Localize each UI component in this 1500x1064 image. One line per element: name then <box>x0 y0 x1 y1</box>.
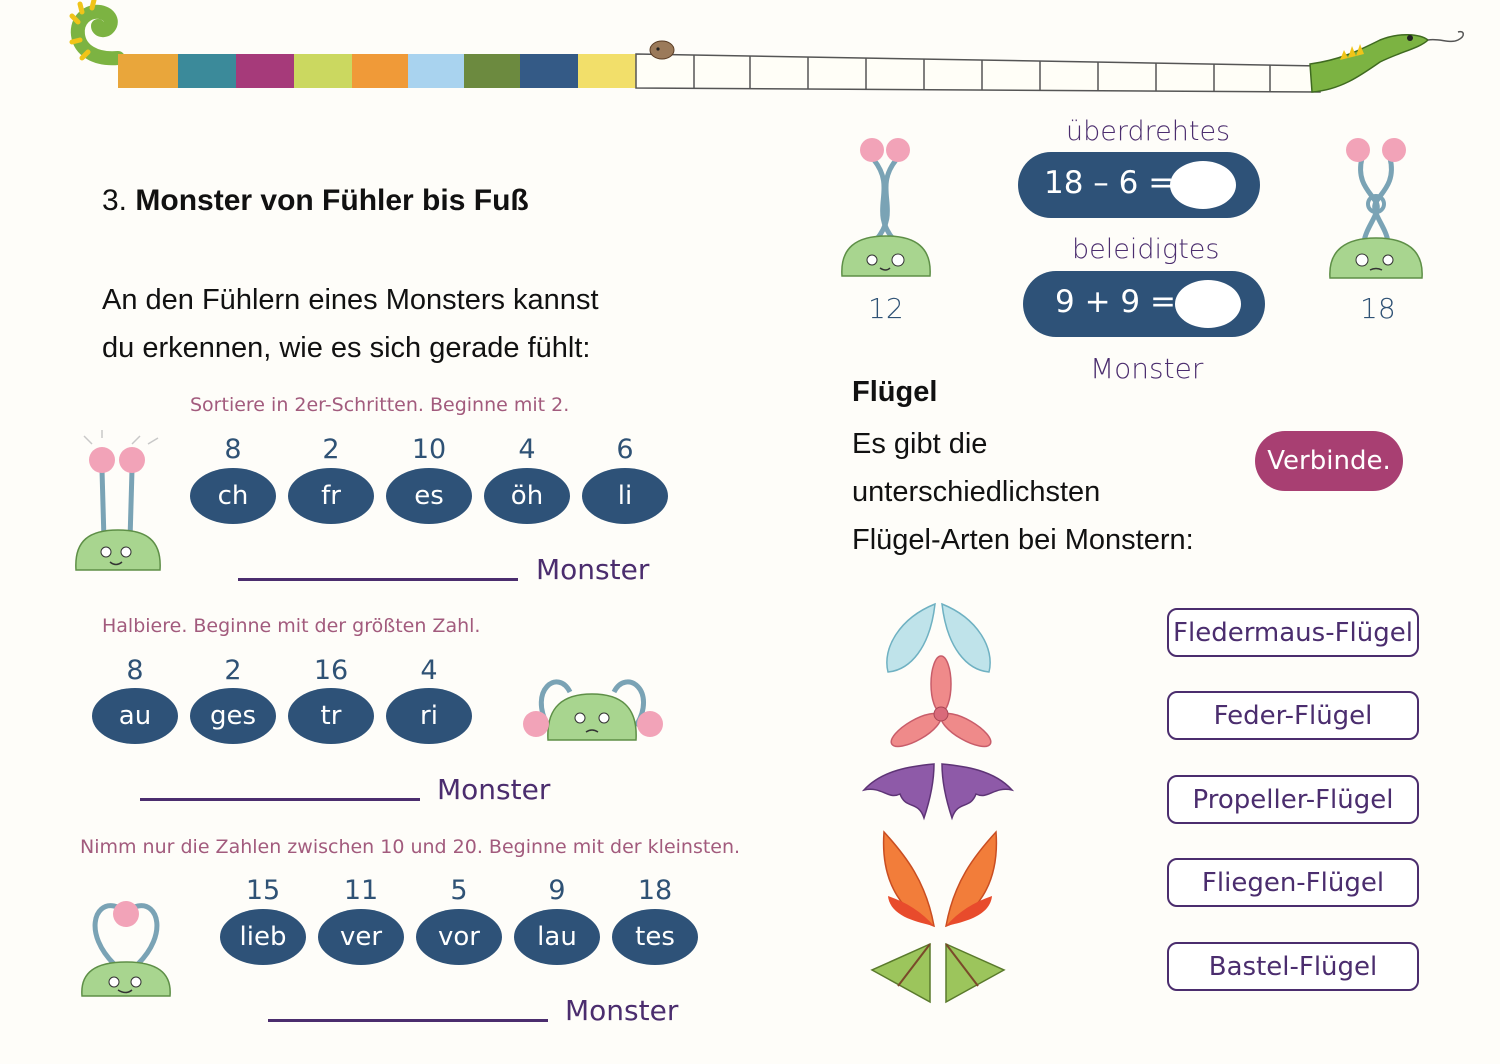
answer-line-2[interactable] <box>140 798 420 801</box>
syllable-3-1: lieb <box>220 909 306 965</box>
number-2-3: 16 <box>313 655 349 686</box>
syllable-1-5: li <box>582 468 668 524</box>
craft-wings-icon[interactable] <box>868 938 1008 1006</box>
syllable-2-3: tr <box>288 688 374 744</box>
answer-label-2: Monster <box>437 773 551 806</box>
syllable-1-1: ch <box>190 468 276 524</box>
syllable-2-1: au <box>92 688 178 744</box>
wings-text-line-2: unterschiedlichsten <box>852 476 1101 508</box>
monster-knotted-antenna-icon <box>1329 138 1423 279</box>
left-monster-number: 12 <box>868 292 904 325</box>
wing-option-bat[interactable]: Fledermaus-Flügel <box>1167 608 1419 657</box>
equation-1: 18 – 6 = <box>1018 152 1260 218</box>
number-3-1: 15 <box>245 875 281 906</box>
number-3-5: 18 <box>637 875 673 906</box>
wing-option-propeller[interactable]: Propeller-Flügel <box>1167 775 1419 824</box>
monster-antenna-icon <box>75 430 161 571</box>
progress-snake <box>69 0 1464 93</box>
syllable-2-2: ges <box>190 688 276 744</box>
syllable-3-5: tes <box>612 909 698 965</box>
wing-option-craft[interactable]: Bastel-Flügel <box>1167 942 1419 991</box>
wings-heading: Flügel <box>852 376 938 408</box>
equation-monster-label: Monster <box>1090 352 1204 385</box>
answer-label-1: Monster <box>536 553 650 586</box>
feather-wings-icon[interactable] <box>876 826 1004 932</box>
intro-line-2: du erkennen, wie es sich gerade fühlt: <box>102 332 591 364</box>
equation-2: 9 + 9 = <box>1023 271 1265 337</box>
number-2-2: 2 <box>224 655 242 686</box>
equation-2-text: 9 + 9 = <box>1055 284 1176 320</box>
syllable-3-3: vor <box>416 909 502 965</box>
monster-droopy-antenna-icon <box>523 679 663 741</box>
answer-line-3[interactable] <box>268 1019 548 1022</box>
fly-wings-icon[interactable] <box>880 598 1000 676</box>
equation-label-2: beleidigtes <box>1072 234 1220 265</box>
syllable-1-3: es <box>386 468 472 524</box>
intro-text: An den Fühlern eines Monsters kannst du … <box>102 276 599 372</box>
wings-text-line-1: Es gibt die <box>852 428 988 460</box>
answer-line-1[interactable] <box>238 578 518 581</box>
syllable-1-4: öh <box>484 468 570 524</box>
instruction-3: Nimm nur die Zahlen zwischen 10 und 20. … <box>80 836 741 858</box>
number-3-4: 9 <box>548 875 566 906</box>
wing-option-feather[interactable]: Feder-Flügel <box>1167 691 1419 740</box>
connect-badge: Verbinde. <box>1255 431 1403 491</box>
number-3-3: 5 <box>450 875 468 906</box>
equation-1-text: 18 – 6 = <box>1044 165 1175 201</box>
exercise-title: 3. Monster von Fühler bis Fuß <box>102 184 529 218</box>
syllable-3-4: lau <box>514 909 600 965</box>
equation-label-1: überdrehtes <box>1066 116 1231 147</box>
equation-2-answer-slot[interactable] <box>1175 280 1241 328</box>
monster-heart-antenna-icon <box>81 901 171 997</box>
number-2-1: 8 <box>126 655 144 686</box>
number-1-4: 4 <box>518 434 536 465</box>
instruction-1: Sortiere in 2er-Schritten. Beginne mit 2… <box>190 394 570 416</box>
equation-1-answer-slot[interactable] <box>1170 161 1236 209</box>
number-1-3: 10 <box>411 434 447 465</box>
number-1-2: 2 <box>322 434 340 465</box>
syllable-2-4: ri <box>386 688 472 744</box>
instruction-2: Halbiere. Beginne mit der größten Zahl. <box>102 615 481 637</box>
number-3-2: 11 <box>343 875 379 906</box>
number-1-1: 8 <box>224 434 242 465</box>
answer-label-3: Monster <box>565 994 679 1027</box>
right-monster-number: 18 <box>1360 292 1396 325</box>
syllable-3-2: ver <box>318 909 404 965</box>
number-1-5: 6 <box>616 434 634 465</box>
wings-text: Es gibt die unterschiedlichsten Flügel-A… <box>852 420 1194 564</box>
number-2-4: 4 <box>420 655 438 686</box>
wings-text-line-3: Flügel-Arten bei Monstern: <box>852 524 1194 556</box>
monster-twisted-antenna-icon <box>841 138 931 277</box>
wing-option-fly[interactable]: Fliegen-Flügel <box>1167 858 1419 907</box>
propeller-wings-icon[interactable] <box>886 654 996 756</box>
exercise-title-text: Monster von Fühler bis Fuß <box>135 184 529 217</box>
exercise-number: 3. <box>102 184 128 217</box>
bat-wings-icon[interactable] <box>862 760 1014 822</box>
intro-line-1: An den Fühlern eines Monsters kannst <box>102 284 599 316</box>
syllable-1-2: fr <box>288 468 374 524</box>
